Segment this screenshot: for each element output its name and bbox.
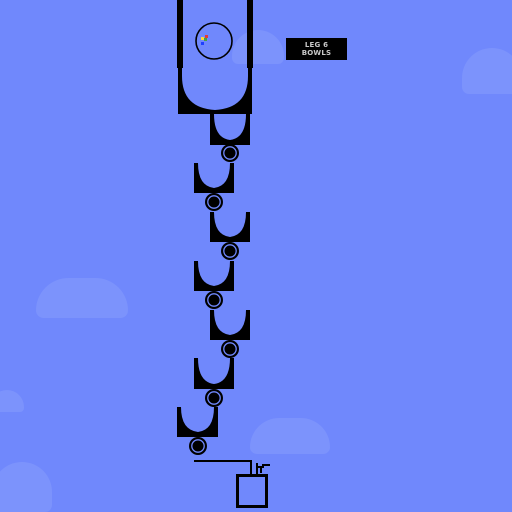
launcher-right-wall [247, 0, 253, 68]
gear-icon[interactable] [221, 144, 239, 162]
level-label: LEG 6 BOWLS [286, 38, 347, 60]
marble-dot-blue [201, 42, 204, 45]
gear-icon[interactable] [205, 291, 223, 309]
goal-box-icon [236, 474, 268, 508]
bowl [210, 212, 250, 242]
gear-icon[interactable] [221, 340, 239, 358]
bowl [210, 310, 250, 340]
goal-rail [194, 460, 252, 476]
bowl [194, 358, 234, 389]
bowl [210, 114, 250, 145]
bowl [177, 407, 218, 437]
lever-icon[interactable] [256, 463, 270, 475]
gear-icon[interactable] [189, 437, 207, 455]
marble-dot-yellow [201, 37, 204, 40]
background-cloud [462, 48, 512, 94]
marble-dot-green [204, 38, 207, 41]
level-name: BOWLS [301, 49, 332, 57]
background-cloud [250, 418, 330, 454]
level-number: LEG 6 [304, 41, 329, 49]
bowl [194, 163, 234, 193]
marble-dot-red [205, 35, 208, 38]
launcher-tube [177, 0, 253, 114]
launcher-left-wall [177, 0, 183, 68]
marble-icon[interactable] [195, 22, 233, 60]
gear-icon[interactable] [205, 389, 223, 407]
background-cloud [232, 30, 284, 64]
bowl [194, 261, 234, 291]
background-cloud [0, 390, 24, 412]
background-cloud [36, 278, 128, 318]
background-cloud [0, 462, 52, 512]
gear-icon[interactable] [205, 193, 223, 211]
gear-icon[interactable] [221, 242, 239, 260]
launcher-bowl [178, 68, 252, 114]
